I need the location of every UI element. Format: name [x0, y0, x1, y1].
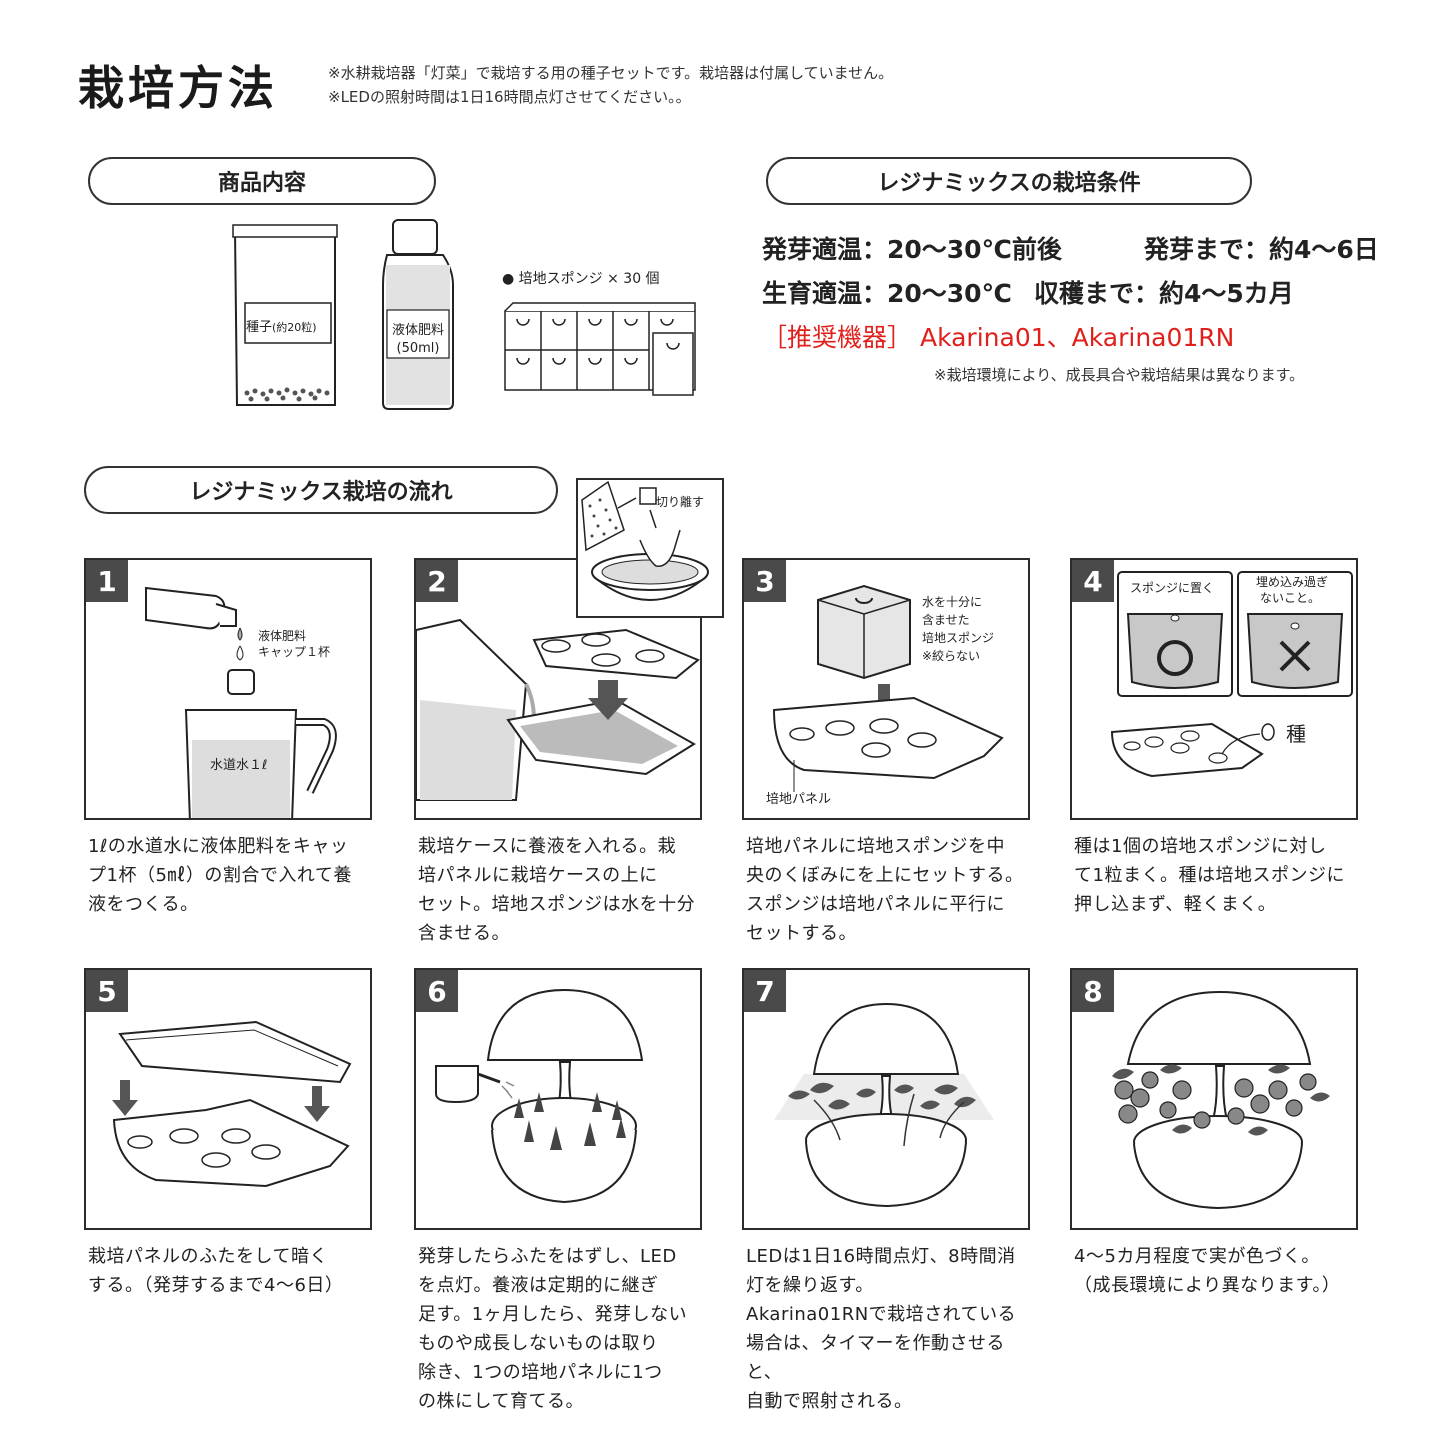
cut-sponge-inset: 切り離す: [576, 478, 724, 618]
step-6-panel: 6: [414, 968, 702, 1230]
sponge-label: ● 培地スポンジ × 30 個: [502, 271, 660, 287]
step-3-number: 3: [744, 560, 786, 602]
cut-label: 切り離す: [656, 495, 705, 509]
step-5-number: 5: [86, 970, 128, 1012]
step-8-illustration: [1112, 990, 1330, 1210]
step-2-description: 栽培ケースに養液を入れる。栽培パネルに栽培ケースの上にセット。培地スポンジは水を…: [418, 836, 696, 944]
step-7-description: LEDは1日16時間点灯、8時間消灯を繰り返す。Akarina01RNで栽培され…: [746, 1246, 1017, 1412]
step-8-description: 4〜5カ月程度で実が色づく。（成長環境により異なります。）: [1074, 1246, 1341, 1296]
step-4-label-2: 埋め込み過ぎ: [1256, 575, 1329, 589]
step-4-panel: 4 スポンジに置く 埋め込み過ぎ ないこと。 種: [1070, 558, 1358, 820]
step-3-description: 培地パネルに培地スポンジを中央のくぼみにを上にセットする。スポンジは培地パネルに…: [746, 836, 1024, 944]
header-note-1: ※水耕栽培器「灯菜」で栽培する用の種子セットです。栽培器は付属していません。: [328, 64, 894, 82]
germination-row: 発芽適温：20〜30℃前後発芽まで：約4〜6日: [762, 235, 1379, 264]
step-7-illustration: [774, 1002, 994, 1208]
step-3-illustration: [772, 584, 1004, 792]
step-1-label-2: キャップ１杯: [258, 645, 331, 659]
step-1-illustration: [145, 586, 337, 818]
step-8-number: 8: [1072, 970, 1114, 1012]
step-1-label-1: 液体肥料: [258, 629, 307, 643]
fertilizer-label: 液体肥料(50ml): [391, 323, 444, 356]
step-4-label-1: スポンジに置く: [1130, 581, 1215, 595]
step-4-label-3: ないこと。: [1260, 591, 1321, 605]
contents-illustration: [232, 219, 696, 410]
step-6-number: 6: [416, 970, 458, 1012]
step-1-panel: 1 液体肥料 キャップ１杯 水道水１ℓ: [84, 558, 372, 820]
step-7-panel: 7: [742, 968, 1030, 1230]
step-3-label-2: 含ませた: [922, 613, 970, 627]
step-5-description: 栽培パネルのふたをして暗くする。（発芽するまで4〜6日）: [88, 1246, 344, 1296]
step-4-illustration: [1110, 571, 1353, 778]
step-3-label-5: 培地パネル: [766, 792, 832, 807]
step-2-illustration: [416, 618, 700, 801]
step-3-label-3: 培地スポンジ: [922, 631, 995, 645]
header-note-2: ※LEDの照射時間は1日16時間点灯させてください。。: [328, 88, 691, 106]
step-4-description: 種は1個の培地スポンジに対して1粒まく。種は培地スポンジに押し込まず、軽くまく。: [1074, 836, 1345, 915]
step-1-description: 1ℓの水道水に液体肥料をキャップ1杯（5㎖）の割合で入れて養液をつくる。: [88, 836, 352, 915]
step-6-illustration: [435, 988, 644, 1204]
step-3-panel: 3 水を十分に 含ませた 培地スポンジ ※絞らない 培地パネル: [742, 558, 1030, 820]
step-7-number: 7: [744, 970, 786, 1012]
page-title: 栽培方法: [78, 61, 278, 115]
step-4-number: 4: [1072, 560, 1114, 602]
step-1-number: 1: [86, 560, 128, 602]
conditions-heading: レジナミックスの栽培条件: [766, 157, 1252, 205]
flow-heading: レジナミックス栽培の流れ: [84, 466, 558, 514]
step-3-label-4: ※絞らない: [922, 649, 981, 663]
step-2-number: 2: [416, 560, 458, 602]
step-3-label-1: 水を十分に: [922, 595, 983, 609]
step-1-label-3: 水道水１ℓ: [210, 758, 268, 773]
seed-label: 種子(約20粒): [246, 320, 317, 335]
step-8-panel: 8: [1070, 968, 1358, 1230]
step-5-illustration: [112, 1020, 352, 1188]
step-4-label-4: 種: [1286, 722, 1306, 746]
conditions-disclaimer: ※栽培環境により、成長具合や栽培結果は異なります。: [934, 366, 1305, 384]
contents-heading: 商品内容: [88, 157, 436, 205]
recommended-row: ［推奨機器］ Akarina01、Akarina01RN: [762, 323, 1235, 352]
step-5-panel: 5: [84, 968, 372, 1230]
